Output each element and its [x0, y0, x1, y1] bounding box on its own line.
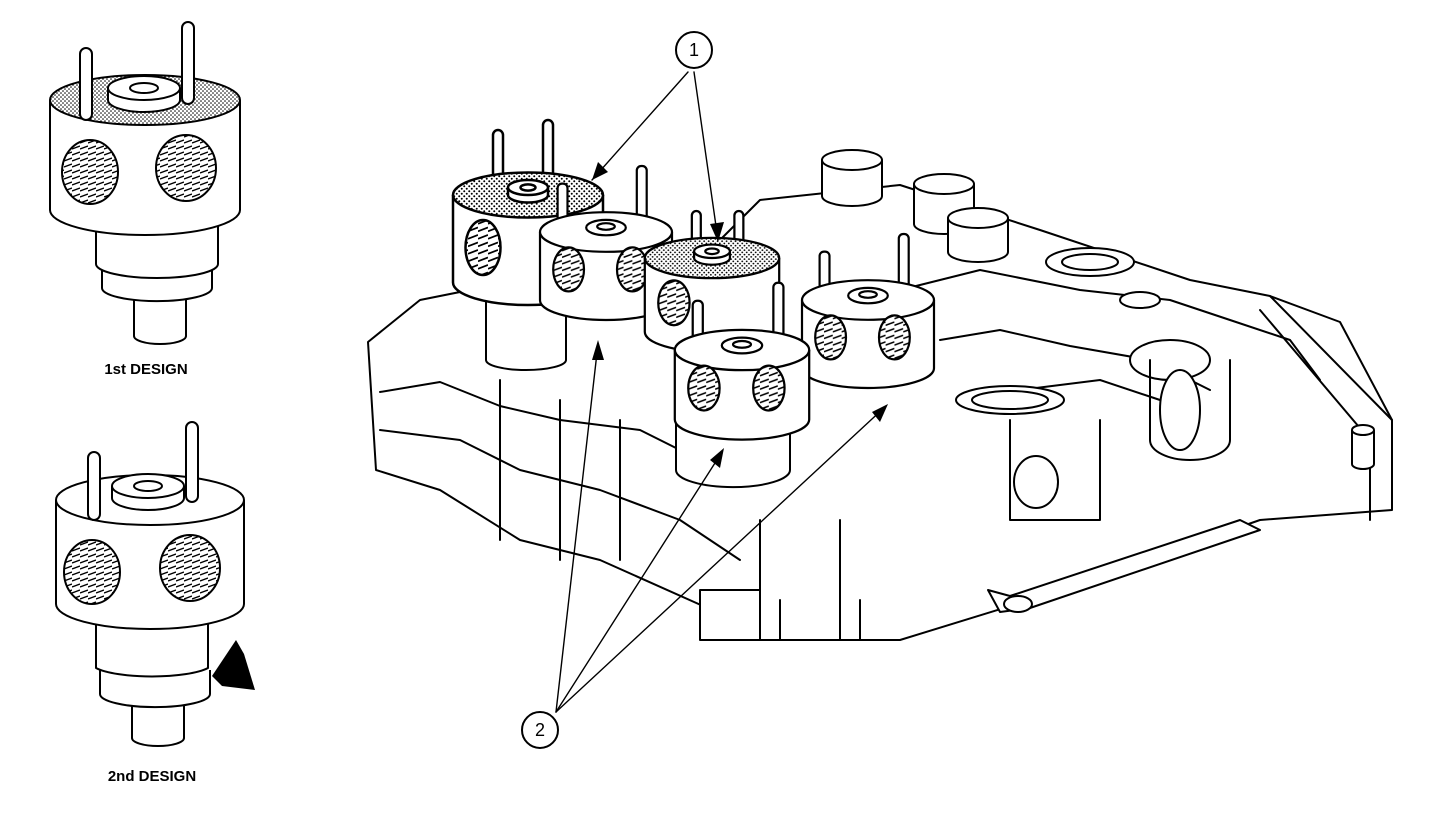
- callout-2-number: 2: [535, 720, 545, 740]
- design-change-arrow: [212, 640, 255, 690]
- callout-1-leaders: [591, 71, 724, 242]
- callout-2-circle: [521, 711, 559, 749]
- callout-1-number: 1: [689, 40, 699, 60]
- second-design-label: 2nd DESIGN: [108, 768, 196, 785]
- first-design-label: 1st DESIGN: [104, 361, 187, 378]
- second-design-solenoid: [55, 421, 245, 747]
- callout-1-circle: [675, 31, 713, 69]
- solenoid-1st-design-front: [643, 209, 781, 354]
- callout-2-leaders: [555, 340, 888, 713]
- first-design-solenoid: [49, 21, 241, 345]
